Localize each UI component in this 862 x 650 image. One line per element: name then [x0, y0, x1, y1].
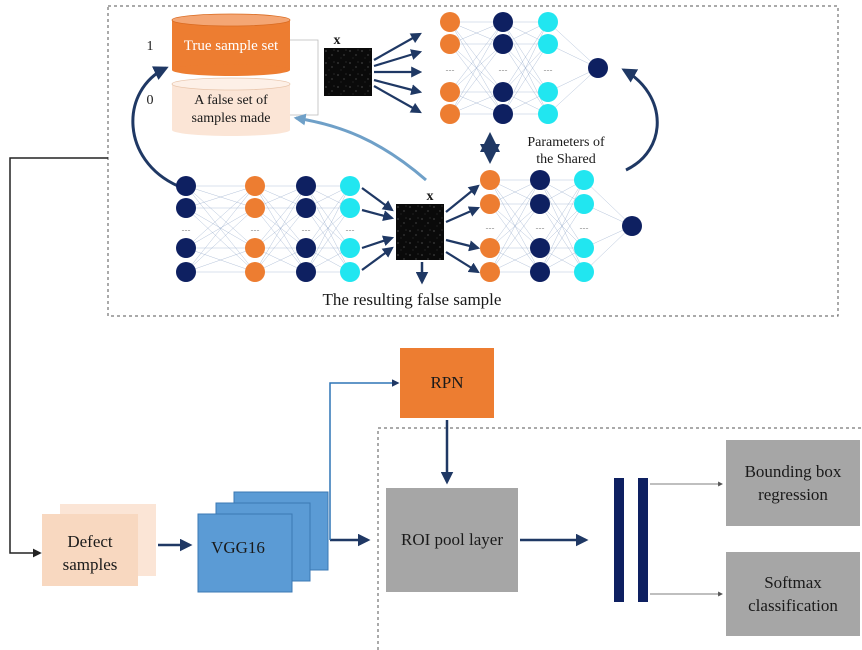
true-sample-label: True sample set — [184, 38, 279, 54]
svg-text:......: ...... — [580, 225, 590, 231]
shared-params-line1: Parameters of — [527, 135, 605, 150]
true-sample-value: 1 — [147, 39, 154, 54]
x-top-fanout-arrows — [373, 32, 423, 114]
rpn-box — [400, 348, 494, 418]
generator-to-x-arrows — [361, 187, 395, 271]
softmax-label-line1: Softmax — [764, 573, 822, 592]
left-feedback-arrow — [131, 66, 179, 188]
vgg-front-card — [197, 513, 293, 593]
x-top-label: x — [334, 33, 341, 48]
svg-text:......: ...... — [446, 67, 456, 73]
svg-text:......: ...... — [486, 225, 496, 231]
fc-bar-2 — [638, 478, 648, 602]
shared-params-line2: the Shared — [536, 152, 595, 167]
svg-text:......: ...... — [499, 67, 509, 73]
false-sample-label-line2: samples made — [192, 111, 271, 126]
bbox-label-line2: regression — [758, 485, 828, 504]
result-caption: The resulting false sample — [323, 290, 502, 309]
roi-box — [386, 488, 518, 592]
svg-text:......: ...... — [302, 227, 312, 233]
generator-network: ...... ...... ...... ...... — [176, 176, 360, 282]
x-mid-label: x — [427, 189, 434, 204]
svg-text:......: ...... — [544, 67, 554, 73]
false-sample-value: 0 — [147, 93, 154, 108]
right-feedback-arrow — [621, 68, 659, 172]
x-mid-fanout-arrows — [445, 184, 481, 274]
vgg-to-rpn-arrow — [329, 379, 400, 540]
fc-bar-1 — [614, 478, 624, 602]
softmax-label-line2: classification — [748, 596, 838, 615]
detector-frame — [377, 427, 862, 650]
false-sample-feedback-arrow — [293, 113, 427, 182]
softmax-box — [726, 552, 860, 636]
false-sample-label-line1: A false set of — [194, 93, 268, 108]
roi-label: ROI pool layer — [401, 530, 503, 549]
gan-frame — [107, 5, 839, 317]
svg-text:......: ...... — [182, 227, 192, 233]
x-top-image — [324, 48, 372, 96]
bottom-discriminator-network: ...... ...... ...... — [480, 170, 642, 282]
svg-text:......: ...... — [536, 225, 546, 231]
bbox-box — [726, 440, 860, 526]
rpn-label: RPN — [430, 373, 463, 392]
x-mid-image — [396, 204, 444, 260]
vgg-label: VGG16 — [211, 538, 265, 557]
false-sample-cylinder — [171, 77, 291, 136]
gan-to-defect-connector — [9, 157, 108, 558]
defect-front-card — [42, 514, 138, 586]
top-discriminator-network: ...... ...... ...... — [440, 12, 608, 124]
cylinder-bracket — [290, 39, 319, 116]
svg-text:......: ...... — [251, 227, 261, 233]
svg-text:......: ...... — [346, 227, 356, 233]
defect-label-line1: Defect — [67, 532, 113, 551]
defect-label-line2: samples — [63, 555, 118, 574]
bbox-label-line1: Bounding box — [745, 462, 842, 481]
true-sample-cylinder — [171, 13, 291, 76]
